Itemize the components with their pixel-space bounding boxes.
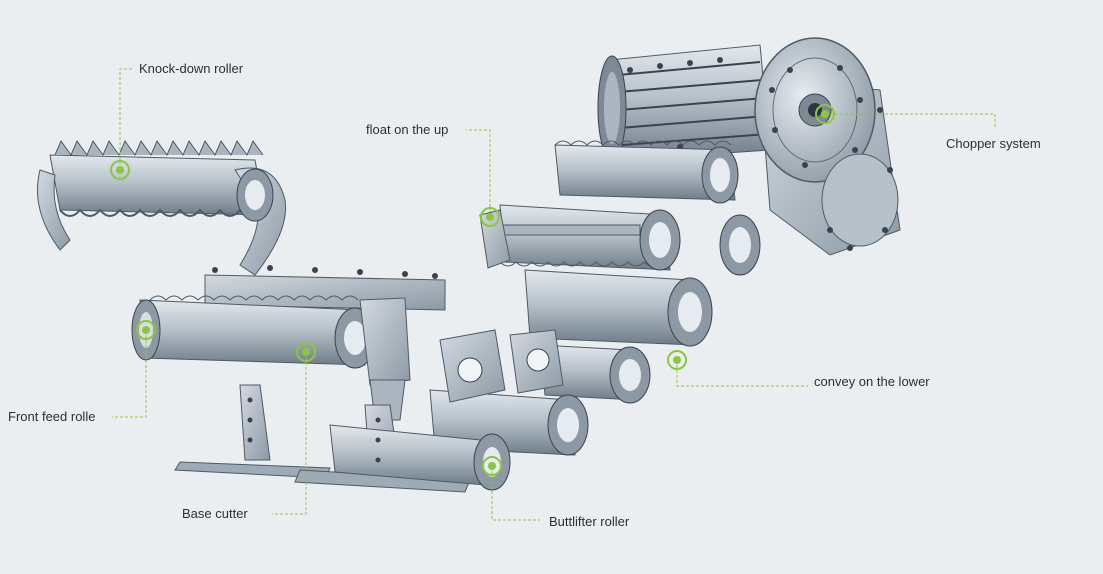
- chopper-system-illustration: [597, 37, 901, 256]
- markers: [110, 104, 835, 476]
- label-convey-on-the-lower: convey on the lower: [814, 374, 930, 389]
- upper-rollers-illustration: [479, 140, 761, 276]
- marker-buttlifter: [482, 456, 502, 476]
- leader-base-cutter: [272, 352, 307, 515]
- leader-float-up: [466, 129, 491, 217]
- leader-lines: [112, 68, 996, 521]
- label-base-cutter: Base cutter: [182, 506, 248, 521]
- label-float-on-the-up: float on the up: [366, 122, 449, 137]
- marker-front-feed: [136, 320, 156, 340]
- leader-buttlifter: [491, 466, 540, 521]
- label-front-feed-roller: Front feed rolle: [8, 409, 96, 424]
- marker-knockdown: [110, 160, 130, 180]
- leader-knockdown: [119, 68, 134, 170]
- label-knockdown-roller: Knock-down roller: [139, 61, 244, 76]
- marker-convey-lower: [667, 350, 687, 370]
- knockdown-roller-illustration: [37, 139, 287, 276]
- front-feed-illustration: [131, 265, 511, 493]
- leader-front-feed: [112, 330, 147, 418]
- marker-float-up: [480, 207, 500, 227]
- leader-chopper: [825, 113, 996, 128]
- lower-rollers-illustration: [429, 269, 713, 456]
- label-chopper-system: Chopper system: [946, 136, 1041, 151]
- marker-chopper: [815, 104, 835, 124]
- label-buttlifter-roller: Buttlifter roller: [549, 514, 630, 529]
- marker-base-cutter: [296, 342, 316, 362]
- leader-convey-lower: [676, 360, 808, 387]
